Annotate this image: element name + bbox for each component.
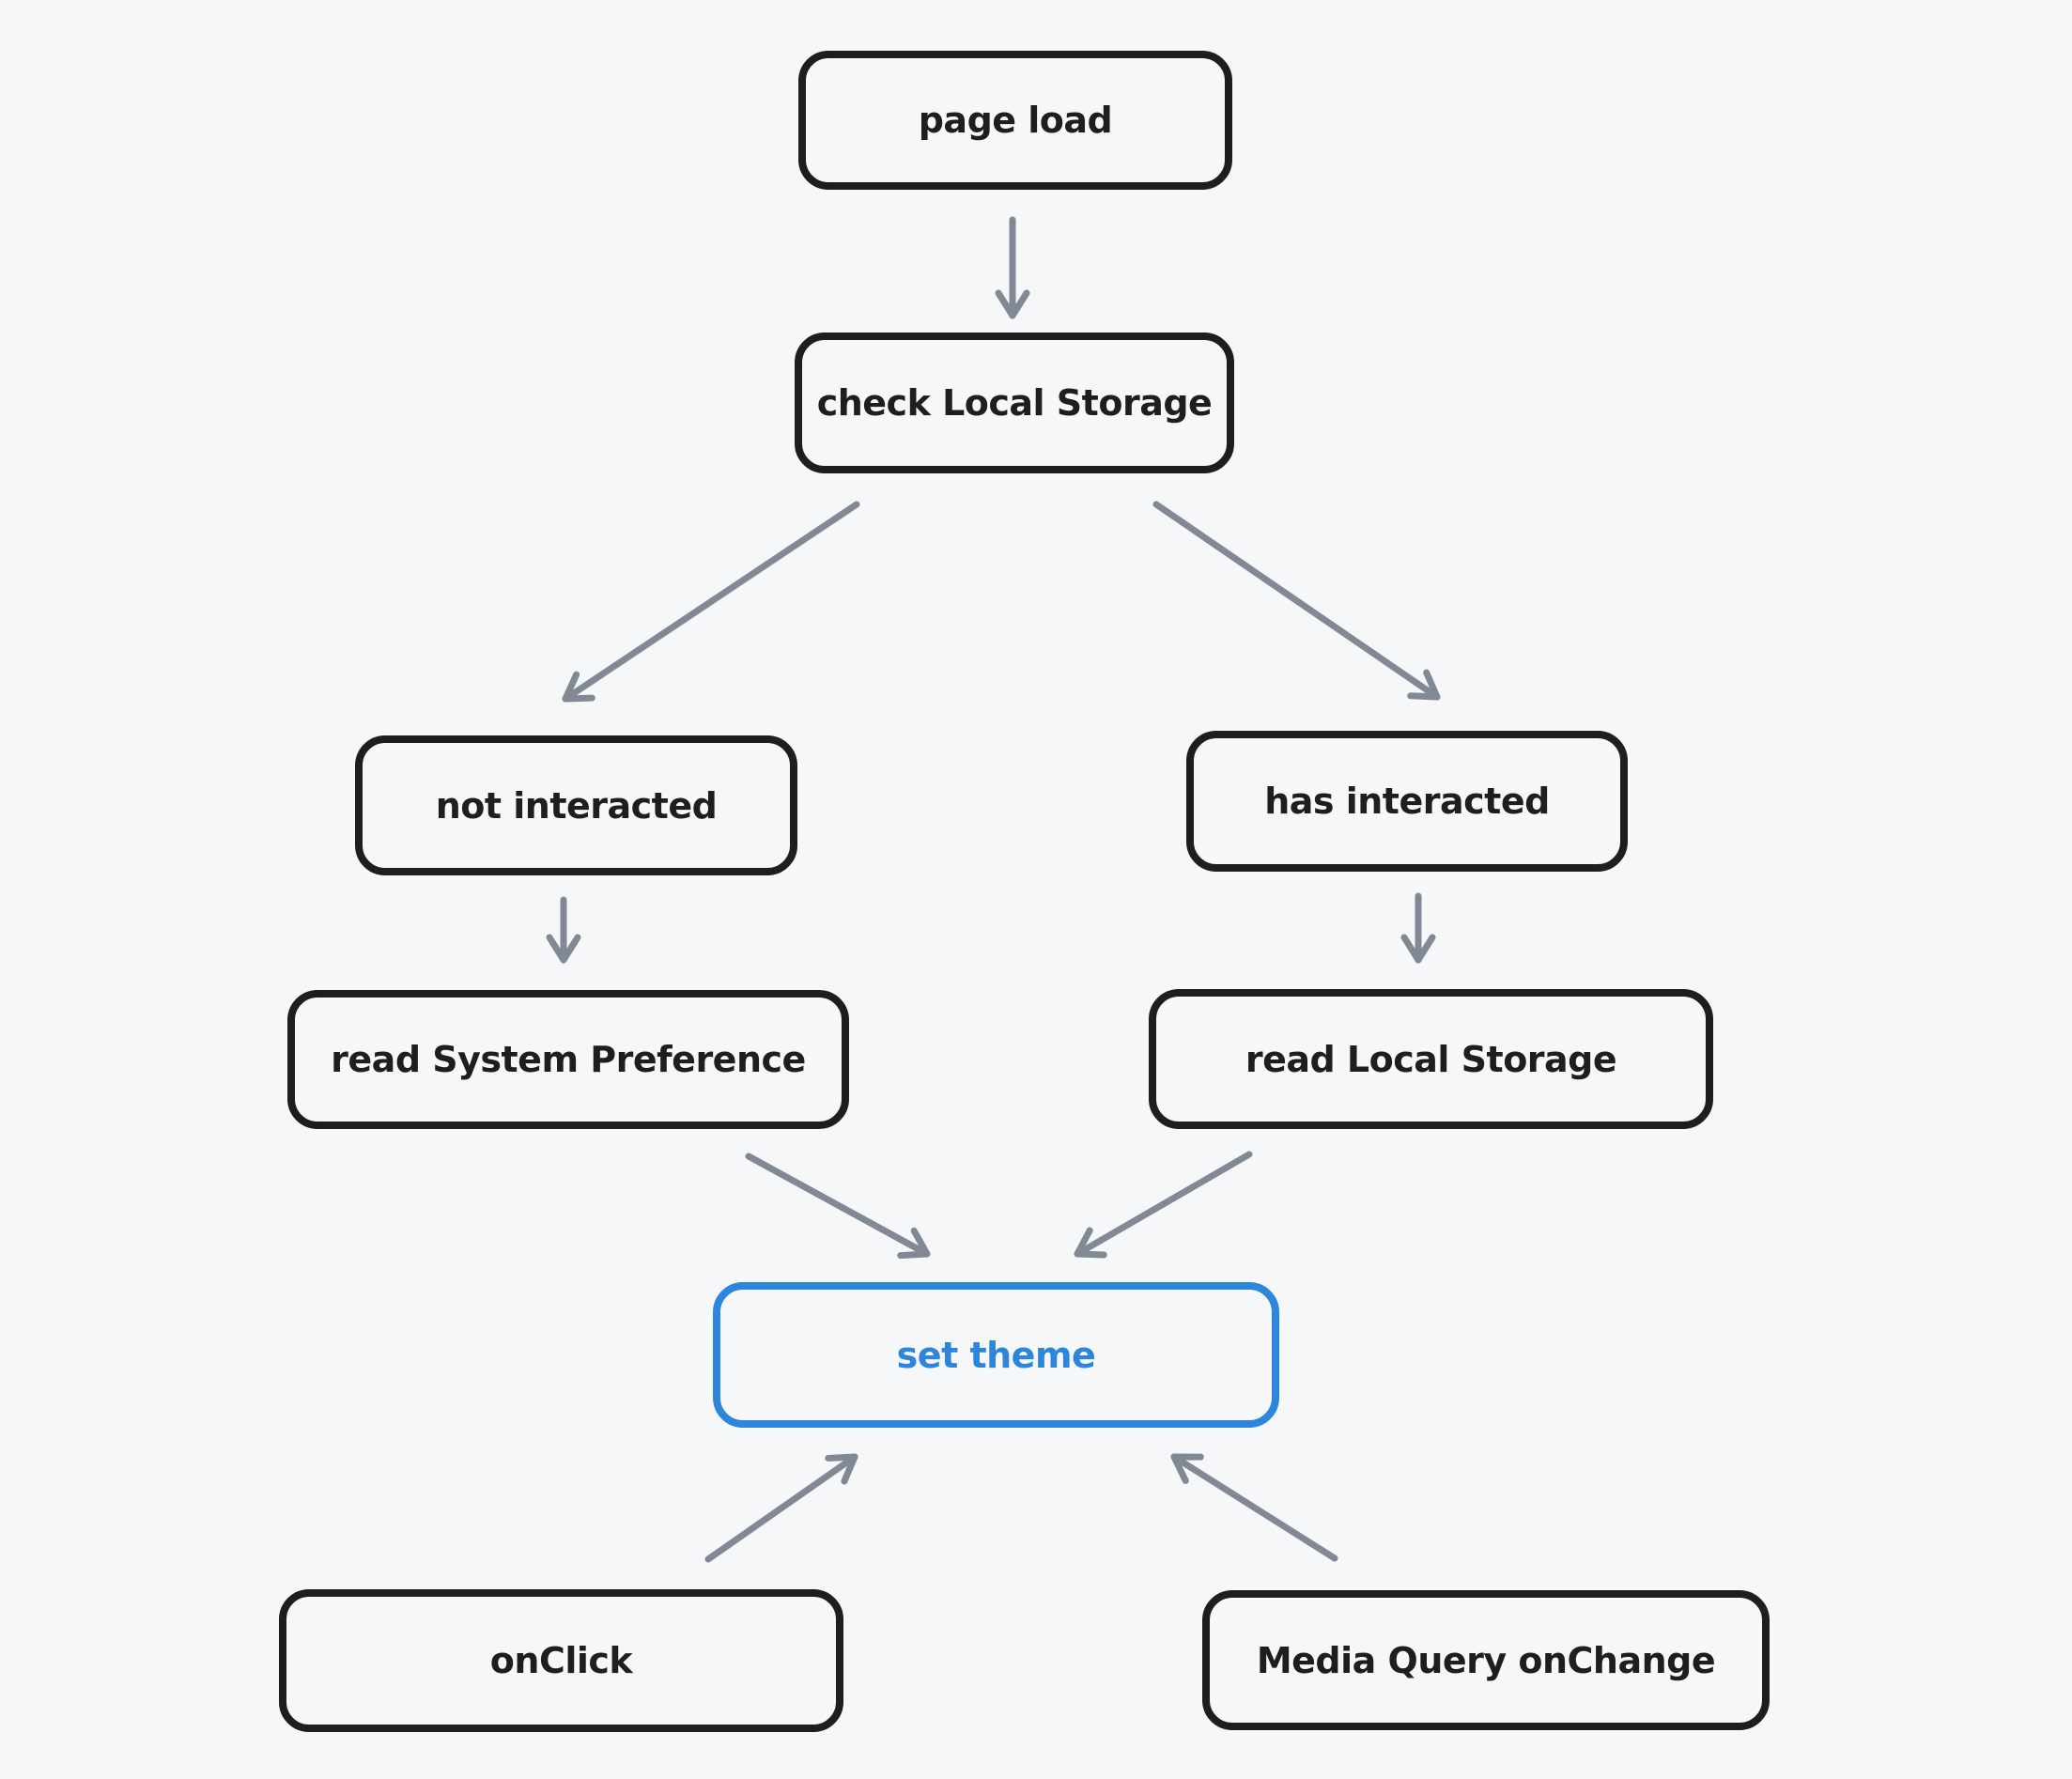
arrow-on-click-to-set-theme <box>704 1453 858 1563</box>
arrow-check-local-storage-to-has-interacted <box>1152 501 1441 701</box>
node-check-local-storage-label: check Local Storage <box>816 382 1213 424</box>
node-set-theme-label: set theme <box>896 1334 1096 1376</box>
arrow-check-local-storage-to-not-interacted <box>562 501 860 703</box>
node-read-local-storage-label: read Local Storage <box>1245 1038 1617 1080</box>
node-check-local-storage: check Local Storage <box>795 333 1234 473</box>
node-not-interacted-label: not interacted <box>435 784 718 827</box>
node-media-query-onchange-label: Media Query onChange <box>1256 1639 1716 1681</box>
node-on-click: onClick <box>279 1589 843 1732</box>
arrow-read-local-storage-to-set-theme <box>1074 1151 1253 1259</box>
node-page-load: page load <box>798 51 1232 190</box>
node-page-load-label: page load <box>918 100 1113 141</box>
arrow-media-query-onchange-to-set-theme <box>1170 1453 1338 1562</box>
node-not-interacted: not interacted <box>355 735 797 875</box>
node-on-click-label: onClick <box>489 1640 633 1681</box>
node-read-system-preference: read System Preference <box>287 990 849 1129</box>
node-set-theme: set theme <box>713 1282 1279 1428</box>
node-has-interacted: has interacted <box>1186 731 1628 872</box>
node-media-query-onchange: Media Query onChange <box>1202 1590 1770 1730</box>
node-read-system-preference-label: read System Preference <box>331 1039 806 1080</box>
node-read-local-storage: read Local Storage <box>1149 989 1713 1129</box>
node-has-interacted-label: has interacted <box>1264 781 1550 822</box>
arrow-read-system-preference-to-set-theme <box>745 1152 931 1260</box>
